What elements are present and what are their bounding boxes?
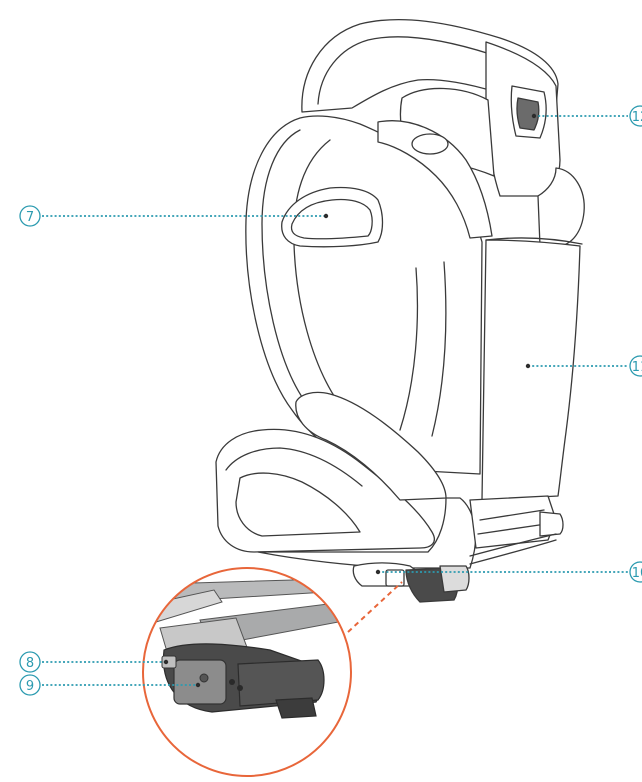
zoom-connector-hook [275,697,317,719]
callout-12: 11 [525,355,642,377]
isofix-guide-right [539,511,564,537]
callout-10: 10 [375,561,642,583]
isofix-bar-upper [469,533,557,557]
zoom-leader-line [347,581,403,633]
zoom-release-button [173,659,227,705]
back-seam-1 [399,267,419,431]
armrest-rear [295,391,447,501]
back-seam-2 [431,261,447,437]
zoom-indicator-hole-2 [237,685,243,691]
back-panel-top-edge [485,237,583,245]
zoom-connector-arm [237,659,325,707]
belt-guide-top [411,133,449,155]
base-rail-1 [479,509,545,521]
zoom-circle-outline [142,567,352,777]
base-rail-2 [477,523,547,535]
armrest-left-top [225,447,363,487]
callouts: 12 7 11 10 8 [19,105,642,696]
callout-11-label: 12 [632,110,642,125]
callout-9: 9 [19,674,201,696]
callout-9-label: 9 [26,679,34,694]
callout-7: 7 [19,205,329,227]
zoom-release-button-dot [199,673,209,683]
zoom-indicator-hole-1 [229,679,235,685]
isofix-bar-lower [469,539,557,565]
callout-8-label: 8 [26,656,34,671]
armrest-left-pad [235,472,361,537]
callout-10-label: 10 [632,566,642,581]
side-wing-right [537,167,585,247]
callout-12-label: 11 [632,360,642,375]
headrest-adjust-handle-inner [516,97,540,131]
zoom-indicator-window [161,655,177,669]
side-impact-pad-inner [290,198,373,240]
back-panel [481,239,581,501]
zoom-detail [142,567,403,777]
callout-7-label: 7 [26,210,34,225]
callout-8: 8 [19,651,169,673]
car-seat [215,18,585,603]
isofix-connector-tip [439,565,470,593]
callout-11: 12 [531,105,642,127]
isofix-connector-release [385,569,405,587]
